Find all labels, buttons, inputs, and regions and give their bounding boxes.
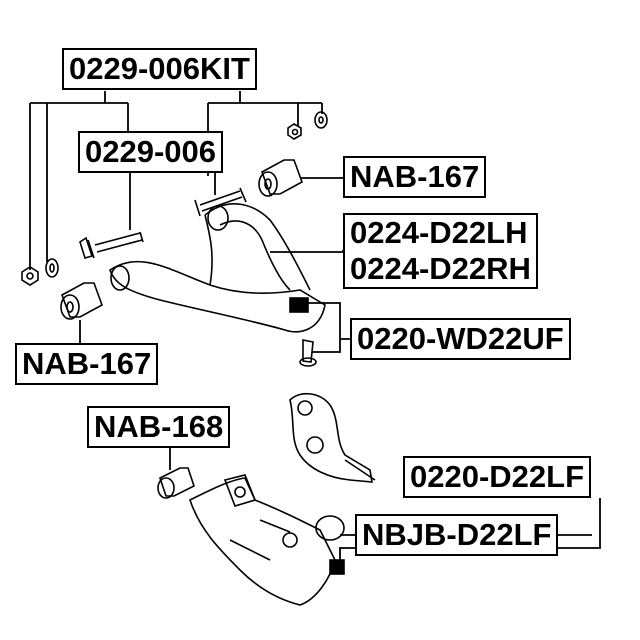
part-label-bushing-lower[interactable]: NAB-168 (87, 406, 231, 448)
nut-icon (287, 123, 302, 140)
part-label-kit[interactable]: 0229-006KIT (62, 48, 257, 90)
part-label-bushing-upper-right[interactable]: NAB-167 (343, 156, 487, 198)
bushing-icon (60, 282, 103, 320)
bolt-icon (79, 231, 144, 259)
part-label-bolt[interactable]: 0229-006 (78, 131, 224, 173)
part-label-lower-arm[interactable]: 0220-D22LF (403, 456, 592, 498)
washer-icon (45, 258, 59, 278)
part-label-bushing-upper-left[interactable]: NAB-167 (15, 343, 159, 385)
part-label-upper-arm[interactable]: 0224-D22LH 0224-D22RH (343, 213, 538, 289)
bolt-icon (194, 187, 247, 217)
bushing-icon (258, 159, 303, 197)
part-label-upper-arm-lh: 0224-D22LH (350, 215, 528, 250)
steering-knuckle (289, 392, 376, 483)
part-label-upper-ball-joint[interactable]: 0220-WD22UF (350, 318, 571, 360)
part-label-lower-ball-joint[interactable]: NBJB-D22LF (355, 514, 559, 556)
washer-icon (314, 111, 328, 129)
upper-control-arm (109, 203, 326, 367)
bushing-icon (157, 467, 195, 499)
part-label-upper-arm-rh: 0224-D22RH (350, 251, 531, 286)
nut-icon (21, 266, 39, 286)
lower-control-arm (189, 474, 345, 606)
